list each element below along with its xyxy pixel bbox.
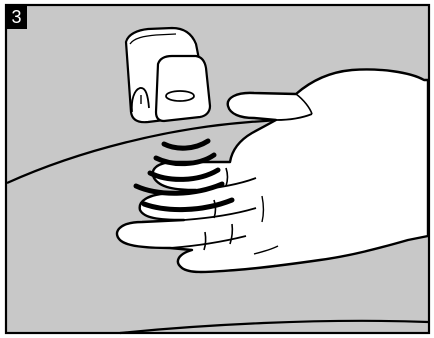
step-number-badge: 3: [6, 5, 27, 29]
